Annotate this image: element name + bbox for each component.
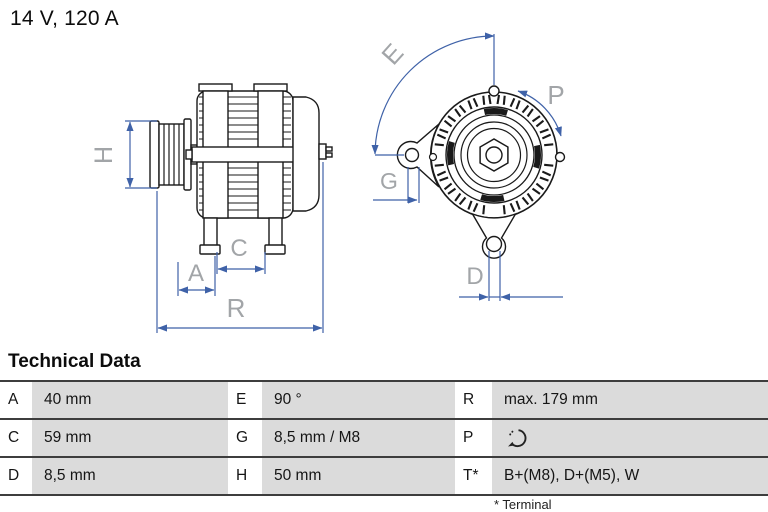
dim-key: T* bbox=[455, 458, 492, 494]
dim-value: 8,5 mm bbox=[32, 458, 228, 494]
table-row: C 59 mm G 8,5 mm / M8 P bbox=[0, 418, 768, 456]
dim-key: R bbox=[455, 382, 492, 418]
dim-value: 40 mm bbox=[32, 382, 228, 418]
dim-label-d: D bbox=[466, 263, 483, 290]
dimension-lines-side bbox=[125, 120, 324, 333]
mounting-leg bbox=[203, 217, 218, 248]
alternator-body bbox=[185, 83, 333, 255]
dim-key: P bbox=[455, 420, 492, 456]
rotation-direction-icon bbox=[508, 429, 527, 448]
front-view bbox=[396, 85, 566, 259]
dim-value: 90 ° bbox=[262, 382, 455, 418]
bottom-lug bbox=[470, 212, 518, 259]
dim-label-p: P bbox=[547, 80, 564, 110]
dim-value: 50 mm bbox=[262, 458, 455, 494]
dim-value: 59 mm bbox=[32, 420, 228, 456]
side-view bbox=[149, 83, 333, 255]
technical-data-heading: Technical Data bbox=[8, 351, 141, 372]
terminal-stub bbox=[318, 143, 327, 160]
dim-key: C bbox=[0, 420, 32, 456]
table-row: A 40 mm E 90 ° R max. 179 mm bbox=[0, 380, 768, 418]
dim-label-g: G bbox=[380, 168, 398, 194]
dim-key: D bbox=[0, 458, 32, 494]
dim-key: H bbox=[228, 458, 262, 494]
side-tab bbox=[554, 151, 566, 163]
terminal-footnote: * Terminal bbox=[494, 497, 552, 512]
dim-label-c: C bbox=[230, 235, 247, 262]
dim-label-r: R bbox=[227, 293, 246, 323]
dim-value: max. 179 mm bbox=[492, 382, 768, 418]
dimension-lines-front bbox=[371, 32, 563, 301]
rotation-direction-arc bbox=[517, 90, 562, 137]
dim-label-a: A bbox=[188, 260, 204, 287]
dim-key: E bbox=[228, 382, 262, 418]
shaft-nut bbox=[479, 138, 509, 172]
dim-value-icon bbox=[492, 420, 768, 456]
dim-key: G bbox=[228, 420, 262, 456]
dim-label-h: H bbox=[90, 146, 118, 164]
technical-data-table: A 40 mm E 90 ° R max. 179 mm C 59 mm G 8… bbox=[0, 380, 768, 496]
technical-drawing: H A C R bbox=[90, 32, 566, 333]
top-tab bbox=[488, 85, 500, 97]
dim-value: 8,5 mm / M8 bbox=[262, 420, 455, 456]
mounting-leg bbox=[268, 217, 283, 248]
technical-data-section: Technical Data A 40 mm E 90 ° R max. 179… bbox=[0, 351, 768, 512]
table-row: D 8,5 mm H 50 mm T* B+(M8), D+(M5), W bbox=[0, 456, 768, 494]
dimension-labels-side: H A C R bbox=[90, 146, 248, 323]
product-rating-title: 14 V, 120 A bbox=[10, 7, 119, 30]
dim-label-e: E bbox=[375, 37, 409, 70]
dim-key: A bbox=[0, 382, 32, 418]
dim-value: B+(M8), D+(M5), W bbox=[492, 458, 768, 494]
